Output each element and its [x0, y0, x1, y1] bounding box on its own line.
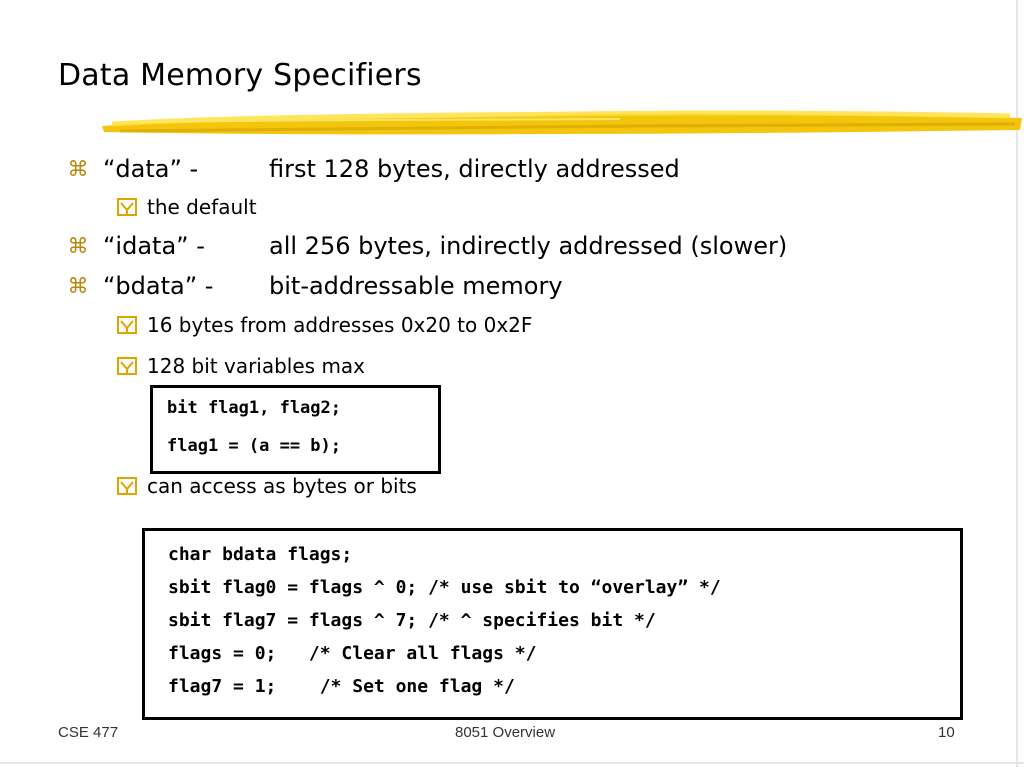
footer-course: CSE 477 — [58, 724, 119, 741]
bullet-term: “idata” - — [103, 232, 205, 260]
bullet-term: “bdata” - — [103, 272, 214, 300]
bullet-description: first 128 bytes, directly addressed — [269, 155, 680, 183]
subbullet-text: 128 bit variables max — [147, 354, 366, 378]
command-key-icon: ⌘ — [67, 234, 89, 258]
bullet-description: bit-addressable memory — [269, 272, 563, 300]
checkbox-y-icon — [117, 477, 137, 495]
code-box-bdata-example: char bdata flags; sbit flag0 = flags ^ 0… — [142, 528, 963, 720]
subbullet-text: the default — [147, 195, 257, 219]
code-line: flag1 = (a == b); — [167, 436, 341, 456]
checkbox-y-icon — [117, 198, 137, 216]
subbullet-128-bit: 128 bit variables max — [117, 352, 437, 380]
command-key-icon: ⌘ — [67, 274, 89, 298]
subbullet-the-default: the default — [117, 193, 417, 221]
bullet-term: “data” - — [103, 155, 199, 183]
footer-page-number: 10 — [938, 724, 955, 741]
code-line: sbit flag0 = flags ^ 0; /* use sbit to “… — [168, 577, 721, 598]
title-underline-brush-stroke — [102, 110, 1022, 135]
bottom-edge-rule — [0, 762, 1024, 764]
checkbox-y-icon — [117, 316, 137, 334]
code-line: sbit flag7 = flags ^ 7; /* ^ specifies b… — [168, 610, 656, 631]
bullet-description: all 256 bytes, indirectly addressed (slo… — [269, 232, 788, 260]
code-box-bit-flags: bit flag1, flag2; flag1 = (a == b); — [150, 385, 441, 474]
subbullet-16-bytes: 16 bytes from addresses 0x20 to 0x2F — [117, 311, 637, 339]
footer-deck-title: 8051 Overview — [455, 724, 556, 741]
code-line: char bdata flags; — [168, 544, 353, 565]
right-edge-rule — [1016, 0, 1018, 767]
code-line: flags = 0; /* Clear all flags */ — [168, 643, 537, 664]
subbullet-text: 16 bytes from addresses 0x20 to 0x2F — [147, 313, 533, 337]
code-line: bit flag1, flag2; — [167, 398, 341, 418]
code-line: flag7 = 1; /* Set one flag */ — [168, 676, 515, 697]
slide-title: Data Memory Specifiers — [58, 58, 422, 93]
bullet-data: ⌘ “data” - first 128 bytes, directly add… — [66, 152, 786, 186]
bullet-bdata: ⌘ “bdata” - bit-addressable memory — [66, 269, 666, 303]
bullet-idata: ⌘ “idata” - all 256 bytes, indirectly ad… — [66, 229, 866, 263]
subbullet-access-bytes-bits: can access as bytes or bits — [117, 472, 497, 500]
command-key-icon: ⌘ — [67, 157, 89, 181]
checkbox-y-icon — [117, 357, 137, 375]
subbullet-text: can access as bytes or bits — [147, 474, 417, 498]
